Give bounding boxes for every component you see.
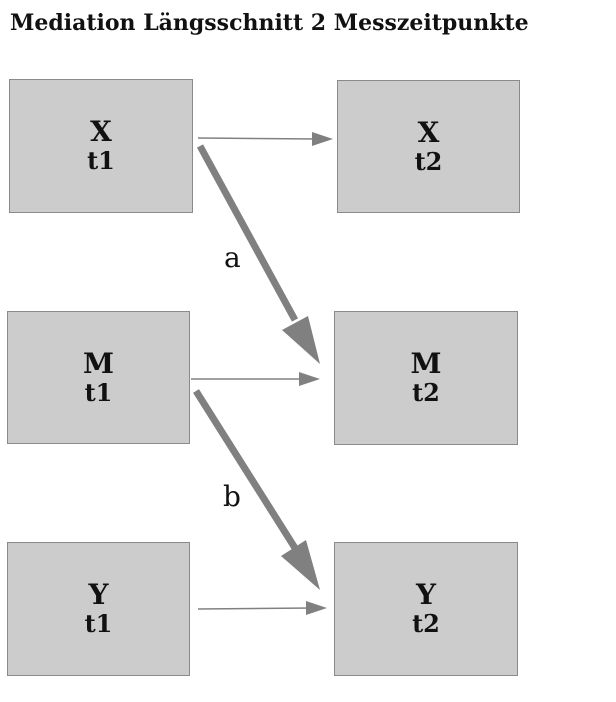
node-m-t1: M t1 <box>7 311 190 444</box>
stability-arrow-x <box>197 132 333 146</box>
node-m-t2-variable: M <box>410 347 442 380</box>
node-x-t1: X t1 <box>9 79 193 213</box>
node-m-t1-variable: M <box>83 346 114 380</box>
node-x-t2-time: t2 <box>414 146 443 176</box>
node-y-t1: Y t1 <box>7 542 190 676</box>
node-x-t2: X t2 <box>337 80 520 213</box>
path-a-arrow <box>196 144 320 364</box>
node-m-t1-time: t1 <box>84 377 113 407</box>
node-x-t1-time: t1 <box>87 146 115 175</box>
node-y-t2-variable: Y <box>416 578 436 611</box>
stability-arrow-y <box>197 601 327 615</box>
stability-arrow-m <box>191 372 320 386</box>
path-a-label: a <box>224 241 241 274</box>
node-x-t2-variable: X <box>417 115 440 149</box>
node-y-t2-time: t2 <box>412 609 440 638</box>
node-y-t2: Y t2 <box>334 542 518 676</box>
path-b-label: b <box>223 480 241 513</box>
node-m-t2: M t2 <box>334 311 518 445</box>
diagram-title: Mediation Längsschnitt 2 Messzeitpunkte <box>10 10 529 36</box>
node-x-t1-variable: X <box>90 115 112 148</box>
path-b-arrow <box>193 389 320 590</box>
node-m-t2-time: t2 <box>412 378 440 407</box>
node-y-t1-variable: Y <box>88 578 109 611</box>
node-y-t1-time: t1 <box>84 609 113 638</box>
